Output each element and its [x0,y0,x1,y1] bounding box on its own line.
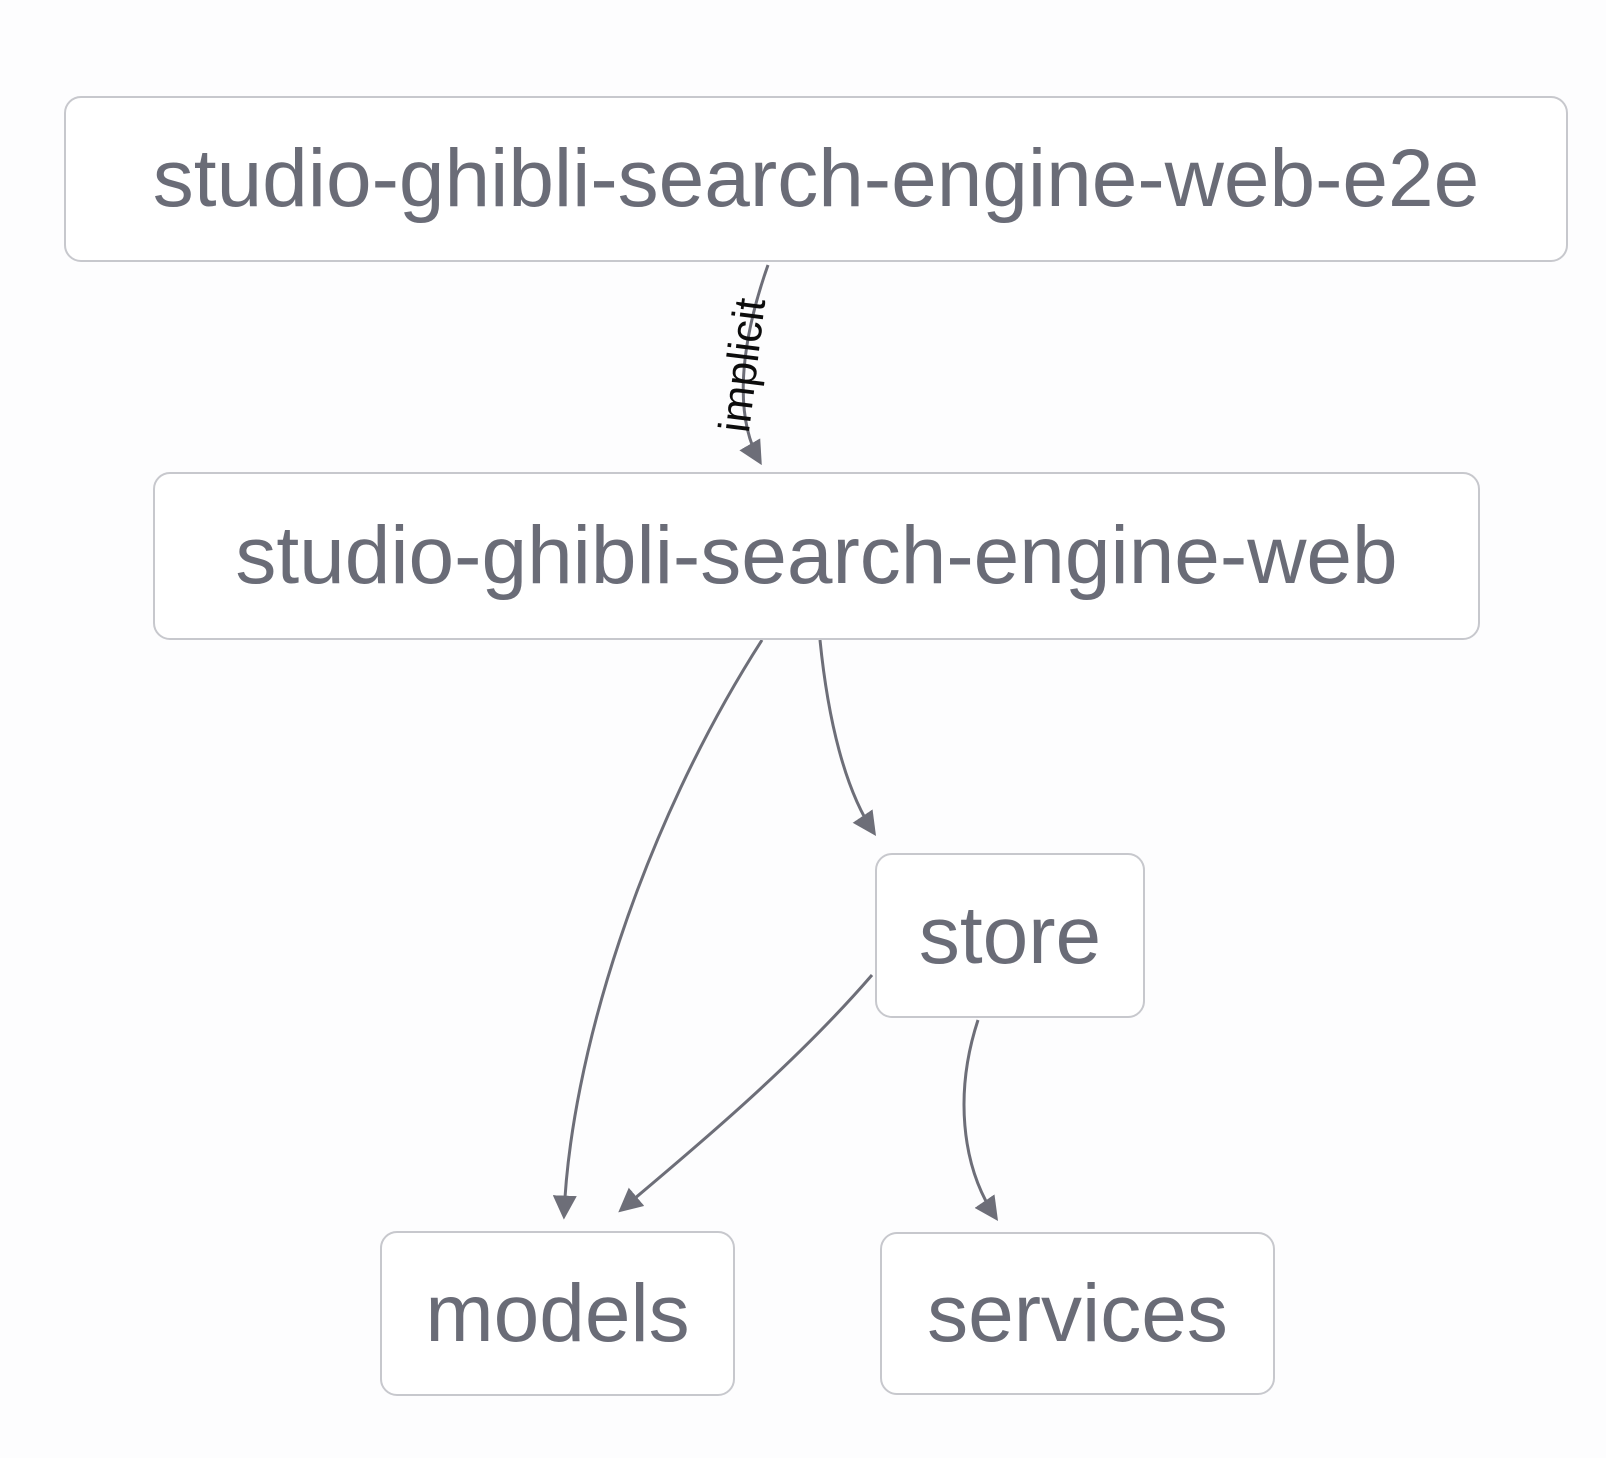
edge-label-implicit: implicit [710,296,775,435]
node-studio-ghibli-search-engine-web[interactable]: studio-ghibli-search-engine-web [153,472,1480,640]
node-studio-ghibli-search-engine-web-e2e[interactable]: studio-ghibli-search-engine-web-e2e [64,96,1568,262]
edge-store-to-models [618,974,874,1213]
node-store[interactable]: store [875,853,1145,1018]
node-models[interactable]: models [380,1231,735,1396]
edge-web-to-store [818,639,877,836]
node-label: store [918,889,1102,981]
edge-store-to-services [962,1019,999,1221]
edge-web-to-models [552,639,764,1220]
node-label: studio-ghibli-search-engine-web-e2e [152,133,1480,224]
node-label: services [927,1267,1228,1359]
node-services[interactable]: services [880,1232,1275,1395]
node-label: models [425,1267,690,1359]
node-label: studio-ghibli-search-engine-web [235,510,1398,601]
edge-e2e-to-web [739,264,770,466]
